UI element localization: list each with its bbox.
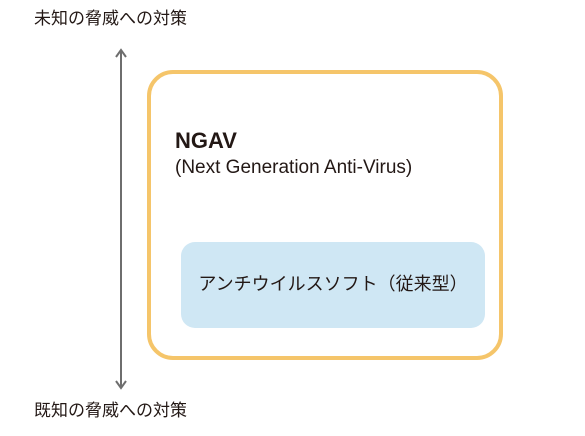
threat-axis-arrow — [115, 48, 127, 390]
axis-arrowhead-top — [115, 48, 127, 58]
threat-axis-top-label: 未知の脅威への対策 — [34, 9, 187, 29]
ngav-title: NGAV — [175, 128, 237, 153]
ngav-subtitle: (Next Generation Anti-Virus) — [175, 157, 413, 178]
legacy-antivirus-box: アンチウイルスソフト（従来型） — [181, 242, 485, 328]
ngav-box: NGAV (Next Generation Anti-Virus) アンチウイル… — [147, 70, 503, 360]
legacy-antivirus-label: アンチウイルスソフト（従来型） — [198, 274, 468, 295]
axis-arrowhead-bottom — [115, 380, 127, 390]
threat-axis-bottom-label: 既知の脅威への対策 — [34, 401, 187, 421]
